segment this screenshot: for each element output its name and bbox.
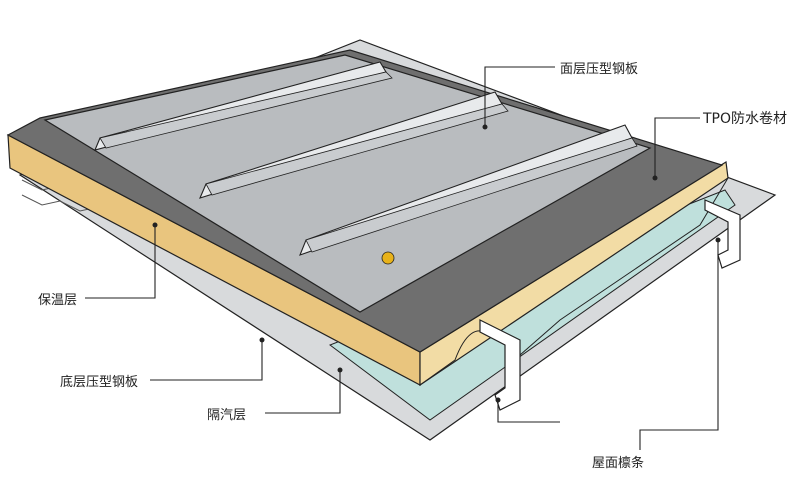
label-tpo-membrane: TPO防水卷材 <box>703 111 788 127</box>
label-roof-purlins: 屋面檩条 <box>592 456 645 471</box>
label-top-steel-sheet: 面层压型钢板 <box>560 62 639 77</box>
leader-dots <box>152 124 721 403</box>
leader-lines <box>85 66 719 450</box>
top-steel-sheet <box>43 54 652 313</box>
label-insulation: 保温层 <box>38 293 78 308</box>
label-bottom-steel-sheet: 底层压型钢板 <box>60 375 139 390</box>
label-vapor-barrier: 隔汽层 <box>207 408 247 423</box>
